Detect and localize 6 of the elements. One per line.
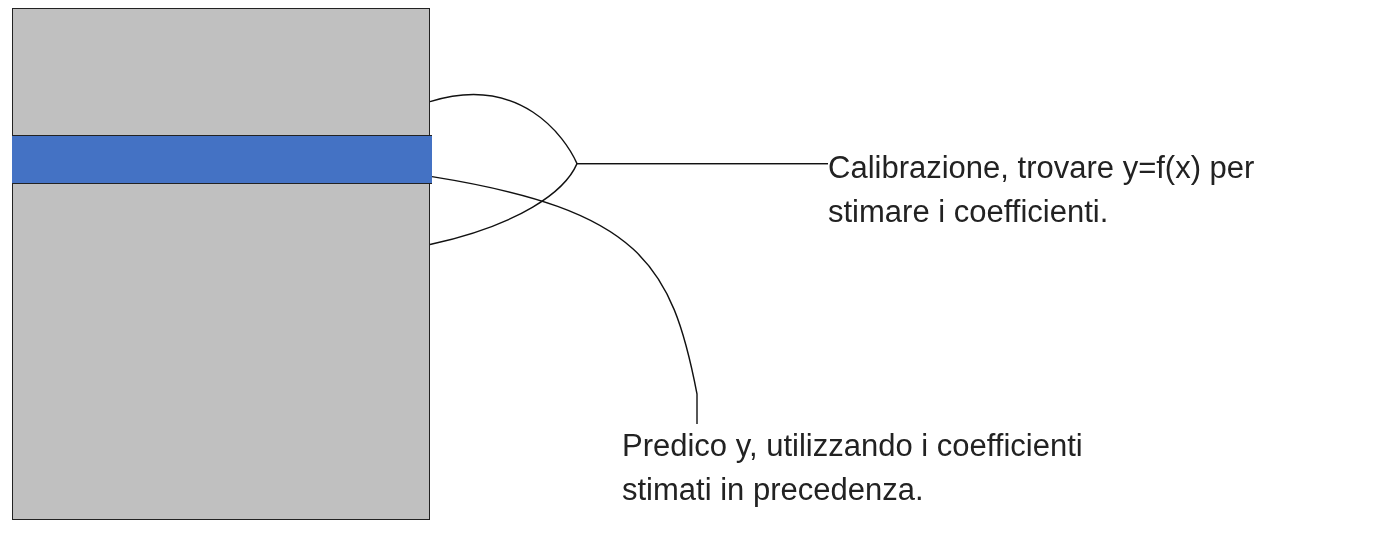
leader-line [429,162,829,246]
calibration-note: Calibrazione, trovare y=f(x) per stimare i coefficienti. [828,146,1258,234]
highlighted-row-band [12,135,432,184]
data-block [12,8,430,520]
prediction-note: Predico y, utilizzando i coefficienti stimati in precedenza. [622,424,1122,512]
leader-line [431,175,698,425]
